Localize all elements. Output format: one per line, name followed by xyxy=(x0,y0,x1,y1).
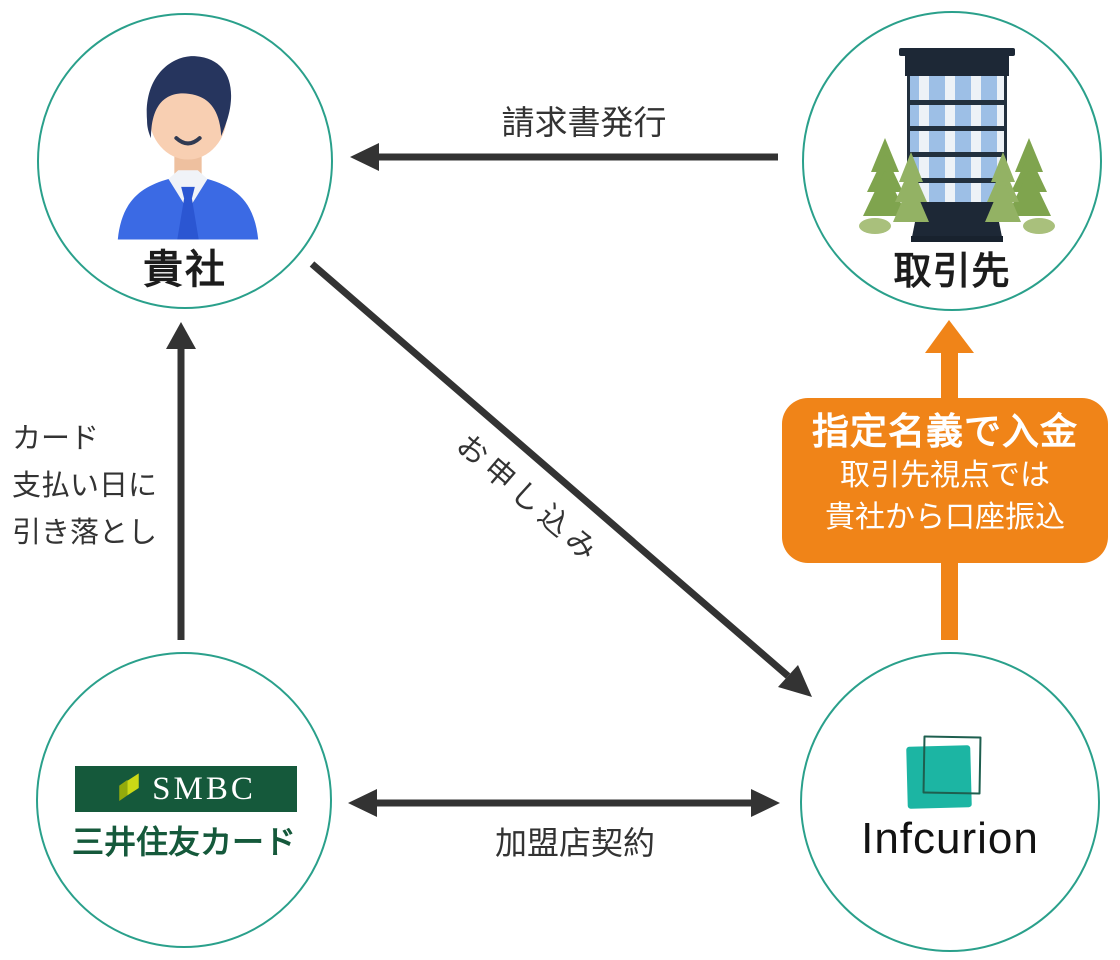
your-company-label: 貴社 xyxy=(143,248,227,292)
node-smbc: SMBC 三井住友カード xyxy=(36,652,332,948)
businessman-icon xyxy=(117,56,259,240)
smbc-rising-mark-icon xyxy=(119,773,139,801)
deposit-callout-line-2: 貴社から口座振込 xyxy=(825,501,1065,534)
smbc-name-label: 三井住友カード xyxy=(71,824,296,860)
deposit-callout: 指定名義で入金 取引先視点では 貴社から口座振込 xyxy=(782,398,1108,563)
merchant-contract-arrow xyxy=(348,789,780,817)
card-withdrawal-line-1: カード xyxy=(12,423,100,455)
client-label: 取引先 xyxy=(893,251,1011,293)
office-building-icon xyxy=(859,48,1055,242)
smbc-logo: SMBC xyxy=(75,766,297,812)
invoice-arrow-label: 請求書発行 xyxy=(501,104,667,141)
card-withdrawal-arrow xyxy=(166,322,196,640)
node-your-company: 貴社 xyxy=(37,13,333,309)
smbc-banner-text: SMBC xyxy=(152,770,256,807)
infcurion-logo-outline-icon xyxy=(922,735,982,795)
application-arrow xyxy=(309,261,812,697)
deposit-callout-title: 指定名義で入金 xyxy=(812,411,1078,452)
invoice-arrow xyxy=(350,143,778,171)
node-client: 取引先 xyxy=(802,11,1102,311)
deposit-callout-line-1: 取引先視点では xyxy=(840,459,1050,492)
merchant-contract-arrow-label: 加盟店契約 xyxy=(494,825,655,861)
infcurion-name-label: Infcurion xyxy=(861,814,1039,863)
node-infcurion: Infcurion xyxy=(800,652,1100,952)
card-withdrawal-line-2: 支払い日に xyxy=(12,470,158,502)
card-withdrawal-arrow-label: カード 支払い日に 引き落とし xyxy=(12,416,157,557)
card-withdrawal-line-3: 引き落とし xyxy=(12,517,158,549)
